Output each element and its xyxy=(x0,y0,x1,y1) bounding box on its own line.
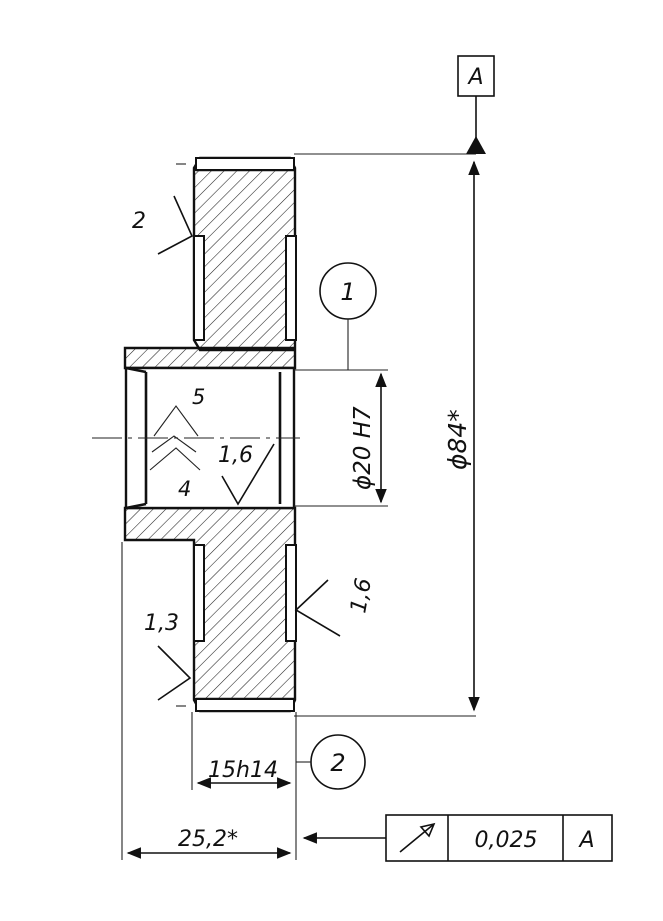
bore-diameter-label: ϕ20 H7 xyxy=(350,406,376,490)
callout-one: 1 xyxy=(319,262,377,370)
datum-triangle-icon xyxy=(466,136,486,154)
roughness-bore: 5 4 xyxy=(149,385,205,501)
roughness-bore-face: 1,6 xyxy=(218,443,275,506)
tooth-tip-upper xyxy=(195,157,295,171)
recess-right-upper xyxy=(285,235,297,341)
bore-diameter-dimension: ϕ20 H7 xyxy=(294,369,388,507)
tooth-tip-lower xyxy=(195,698,295,712)
total-width-label: 25,2* xyxy=(178,827,238,852)
hub-width-label: 15h14 xyxy=(208,758,278,783)
chamfer-line xyxy=(125,502,147,510)
runout-arrow-icon xyxy=(399,822,436,853)
hub-width-dimension: 15h14 xyxy=(191,712,297,790)
roughness-right-face-label: 1,6 xyxy=(346,576,377,615)
recess-left-upper xyxy=(193,235,205,341)
total-width-dimension: 25,2* xyxy=(121,542,297,860)
tolerance-value: 0,025 xyxy=(475,828,538,853)
tolerance-frame: 0,025 A xyxy=(302,814,613,862)
chamfer-line xyxy=(125,366,147,374)
datum-feature: A xyxy=(457,55,495,154)
callout-one-label: 1 xyxy=(340,278,355,306)
outer-diameter-label: ϕ84* xyxy=(443,409,472,470)
roughness-bottom-left-label: 1,3 xyxy=(144,611,179,636)
roughness-top-left-label: 2 xyxy=(132,209,146,234)
hatched-upper xyxy=(123,156,297,370)
callout-two-label: 2 xyxy=(330,749,345,777)
hatched-lower xyxy=(123,506,297,713)
centre-lines xyxy=(92,163,300,707)
roughness-bore-face-label: 1,6 xyxy=(218,443,253,468)
roughness-right-face: 1,6 xyxy=(294,576,377,637)
recess-right-lower xyxy=(285,544,297,642)
roughness-bore-lower-label: 4 xyxy=(178,477,191,501)
roughness-bore-upper-label: 5 xyxy=(192,385,205,409)
recess-left-lower xyxy=(193,544,205,642)
callout-two: 2 xyxy=(296,734,366,790)
roughness-top-left: 2 xyxy=(132,195,194,255)
tolerance-datum: A xyxy=(577,828,594,853)
outer-diameter-dimension: ϕ84* xyxy=(294,153,480,717)
roughness-bottom-left: 1,3 xyxy=(144,611,192,701)
datum-label: A xyxy=(466,65,483,90)
